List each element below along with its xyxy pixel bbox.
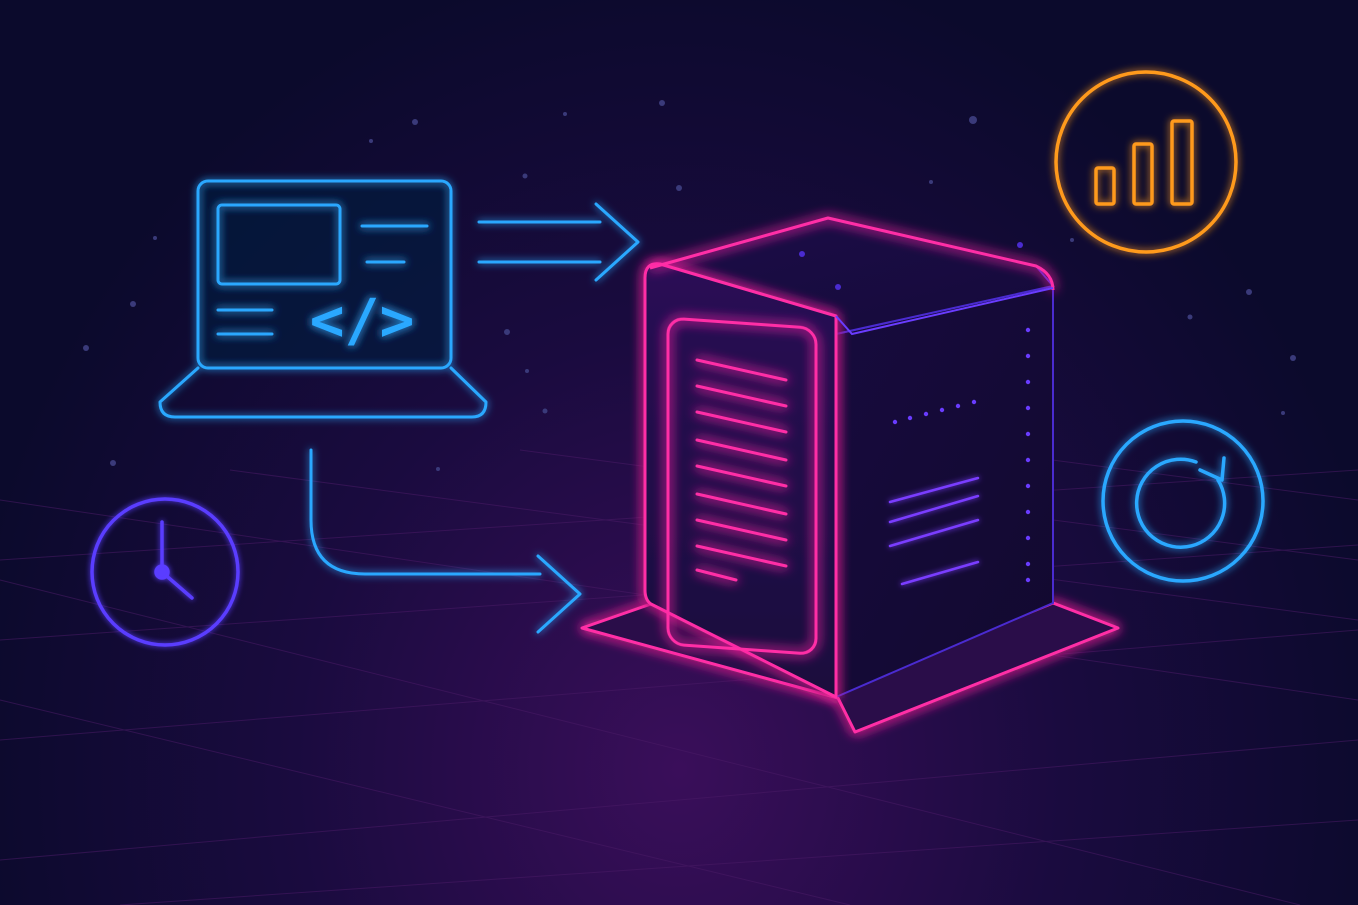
bar-chart-icon	[1054, 70, 1238, 254]
server-panel	[666, 317, 818, 655]
server-side-lines	[888, 476, 980, 586]
background-stars	[83, 100, 1296, 471]
laptop-window-panel	[216, 203, 342, 286]
server-icon	[580, 216, 1120, 734]
laptop-code-icon: </>	[158, 179, 488, 419]
arrow-elbow	[309, 448, 582, 634]
code-glyph: </>	[310, 286, 415, 354]
laptop-base	[158, 366, 488, 419]
refresh-icon	[1101, 419, 1265, 583]
server-front-face	[643, 262, 838, 699]
arrow-top	[477, 202, 640, 282]
laptop-screen	[196, 179, 453, 370]
server-side-dots	[892, 327, 1031, 583]
clock-icon	[90, 497, 240, 647]
server-panel-lines	[695, 358, 788, 582]
